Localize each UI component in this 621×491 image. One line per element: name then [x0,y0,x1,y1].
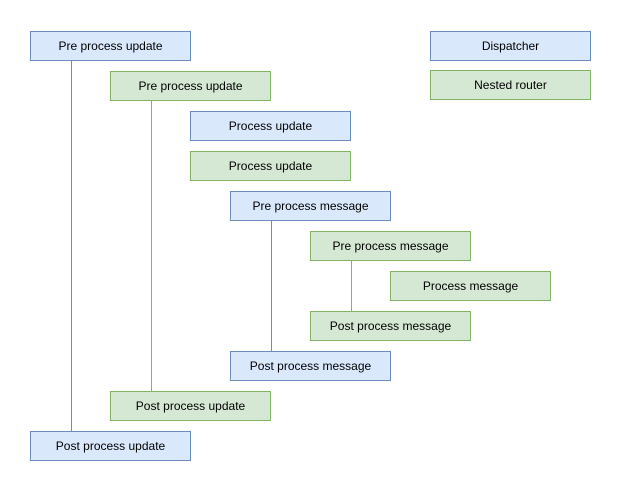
node-label: Process update [228,158,313,173]
legend-item-label: Dispatcher [481,38,540,53]
node-label: Pre process update [58,38,163,53]
node-label: Process message [422,278,519,293]
node-label: Pre process message [252,198,369,213]
node-label: Post process update [135,398,246,413]
node-post-process-update-dispatcher: Post process update [30,431,191,461]
node-label: Post process message [249,358,372,373]
connector-nested-router-pre-process-update [151,101,152,391]
node-process-message-nested-router: Process message [390,271,551,301]
node-pre-process-update-dispatcher: Pre process update [30,31,191,61]
legend-item-dispatcher-dispatcher: Dispatcher [430,31,591,61]
node-label: Pre process update [138,78,243,93]
node-pre-process-message-dispatcher: Pre process message [230,191,391,221]
node-process-update-dispatcher: Process update [190,111,351,141]
legend-item-nested-router-nested-router: Nested router [430,70,591,100]
connector-dispatcher-pre-process-message [271,221,272,351]
node-label: Post process update [55,438,166,453]
node-pre-process-message-nested-router: Pre process message [310,231,471,261]
node-process-update-nested-router: Process update [190,151,351,181]
node-label: Process update [228,118,313,133]
legend-item-label: Nested router [474,77,547,92]
node-post-process-message-dispatcher: Post process message [230,351,391,381]
node-post-process-update-nested-router: Post process update [110,391,271,421]
node-label: Post process message [329,318,452,333]
node-label: Pre process message [332,238,449,253]
node-pre-process-update-nested-router: Pre process update [110,71,271,101]
node-post-process-message-nested-router: Post process message [310,311,471,341]
connector-dispatcher-pre-process-update [71,61,72,431]
connector-nested-router-pre-process-message [351,261,352,311]
